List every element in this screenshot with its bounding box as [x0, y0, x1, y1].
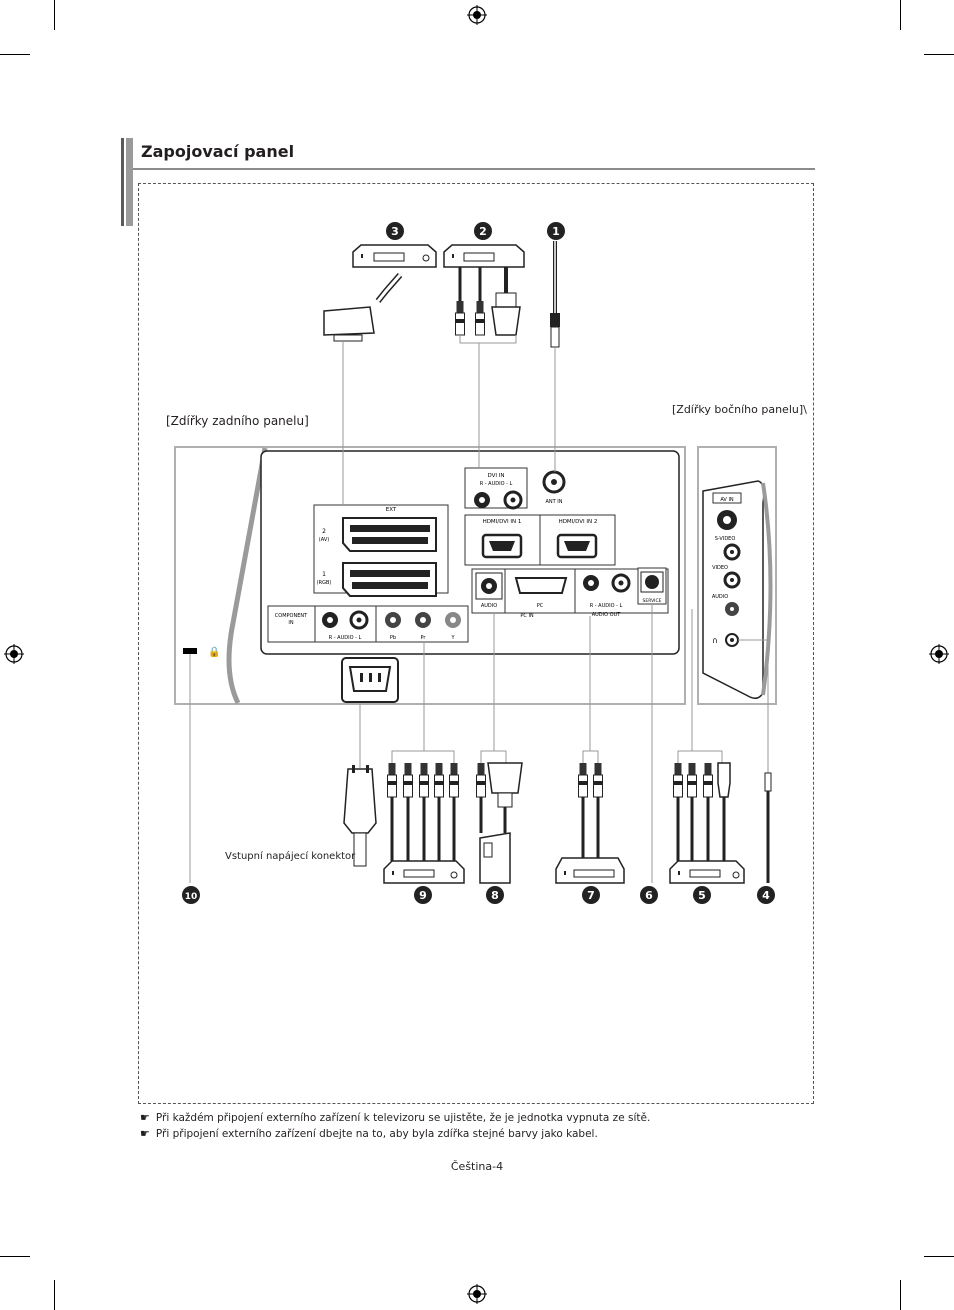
service-label: SERVICE	[643, 598, 662, 604]
crop-mark	[924, 1256, 954, 1257]
title-rule	[133, 168, 815, 170]
hand-pointer-icon: ☛	[140, 1127, 150, 1140]
callout-2	[474, 222, 492, 240]
device-scart	[323, 244, 437, 505]
device-audio-out	[555, 616, 625, 884]
pc-in-label: PC IN	[520, 613, 534, 619]
av-in-label: AV IN	[720, 497, 734, 503]
svg-text:9: 9	[419, 889, 427, 902]
callout-1	[547, 222, 565, 240]
hdmi1-label: HDMI/DVI IN 1	[483, 519, 522, 525]
pc-vga-port	[514, 577, 568, 594]
callout-badges: 1 2 3 4 5 6 7 8 9 10	[182, 222, 775, 904]
svg-text:5: 5	[698, 889, 706, 902]
callout-6	[640, 886, 658, 904]
registration-mark-icon	[929, 644, 949, 664]
svg-text:6: 6	[645, 889, 653, 902]
hand-pointer-icon: ☛	[140, 1111, 150, 1124]
lock-icon: 🔒	[208, 646, 220, 658]
scart2-sub-label: (AV)	[319, 537, 329, 543]
note-item: ☛ Při připojení externího zařízení dbejt…	[140, 1126, 650, 1142]
note-text: Při každém připojení externího zařízení …	[155, 1112, 651, 1124]
rear-panel: 🔒 DVI IN R - AUDIO - L ANT IN HDMI/DVI I…	[174, 446, 686, 705]
device-pc	[476, 613, 523, 884]
note-item: ☛ Při každém připojení externího zařízen…	[140, 1110, 650, 1126]
crop-mark	[0, 1256, 30, 1257]
svg-text:8: 8	[491, 889, 499, 902]
side-panel: AV IN S-VIDEO VIDEO AUDIO ∩	[697, 446, 777, 705]
side-audio-label: AUDIO	[712, 594, 728, 600]
pb-label: Pb	[390, 635, 396, 641]
callout-9	[414, 886, 432, 904]
scart1-port	[342, 562, 437, 597]
callout-5	[693, 886, 711, 904]
side-video-label: VIDEO	[712, 565, 728, 571]
crop-mark	[924, 54, 954, 55]
note-text: Při připojení externího zařízení dbejte …	[155, 1128, 598, 1140]
crop-mark	[900, 0, 901, 30]
crop-mark	[0, 54, 30, 55]
device-dvi	[443, 244, 525, 468]
page-title: Zapojovací panel	[141, 142, 295, 161]
diagram-frame	[138, 183, 814, 1104]
audio-out-rl-label: R - AUDIO - L	[590, 603, 623, 609]
svg-text:4: 4	[762, 889, 770, 902]
headphone-icon: ∩	[712, 636, 718, 645]
notes-list: ☛ Při každém připojení externího zařízen…	[140, 1110, 650, 1142]
crop-mark	[54, 1280, 55, 1310]
ant-in-label: ANT IN	[545, 499, 562, 505]
scart1-sub-label: (RGB)	[317, 580, 332, 586]
device-av	[669, 609, 745, 884]
callout-10	[182, 886, 200, 904]
pc-label: PC	[537, 603, 544, 609]
crop-mark	[900, 1280, 901, 1310]
svg-text:2: 2	[479, 225, 487, 238]
callout-3	[386, 222, 404, 240]
svg-text:3: 3	[391, 225, 399, 238]
power-cable	[343, 704, 377, 867]
audio-out-label: AUDIO OUT	[592, 612, 622, 618]
registration-mark-icon	[467, 1284, 487, 1304]
page-number: Čeština-4	[450, 1160, 504, 1173]
svg-text:1: 1	[552, 225, 560, 238]
dvi-in-label: DVI IN	[487, 473, 504, 479]
component-label: COMPONENT	[275, 613, 308, 619]
registration-mark-icon	[467, 5, 487, 25]
component-audio-label: R - AUDIO - L	[329, 635, 362, 641]
crop-mark	[54, 0, 55, 30]
hdmi2-label: HDMI/DVI IN 2	[559, 519, 598, 525]
side-panel-label: [Zdířky bočního panelu]\	[672, 403, 807, 416]
callout-4	[757, 886, 775, 904]
headphone-cable	[738, 639, 772, 883]
connection-diagram: 🔒 DVI IN R - AUDIO - L ANT IN HDMI/DVI I…	[174, 222, 777, 904]
y-label: Y	[450, 635, 455, 641]
scart1-label: 1	[322, 571, 326, 578]
callout-7	[582, 886, 600, 904]
device-component	[383, 642, 465, 884]
title-accent-bar	[121, 138, 133, 226]
callout-8	[486, 886, 504, 904]
registration-mark-icon	[4, 644, 24, 664]
scart2-port	[342, 517, 437, 552]
svg-text:7: 7	[587, 889, 595, 902]
ext-label: EXT	[386, 507, 397, 513]
device-antenna	[550, 241, 560, 472]
s-video-label: S-VIDEO	[715, 536, 736, 542]
svg-text:10: 10	[185, 892, 198, 902]
component-in-label: IN	[288, 620, 293, 626]
scart2-label: 2	[322, 528, 326, 535]
dvi-audio-label: R - AUDIO - L	[480, 481, 513, 487]
power-input-label: Vstupní napájecí konektor	[225, 851, 356, 862]
kensington-slot	[183, 648, 197, 654]
pr-label: Pr	[421, 635, 427, 641]
pc-audio-label: AUDIO	[481, 603, 497, 609]
rear-panel-label: [Zdířky zadního panelu]	[166, 414, 309, 428]
